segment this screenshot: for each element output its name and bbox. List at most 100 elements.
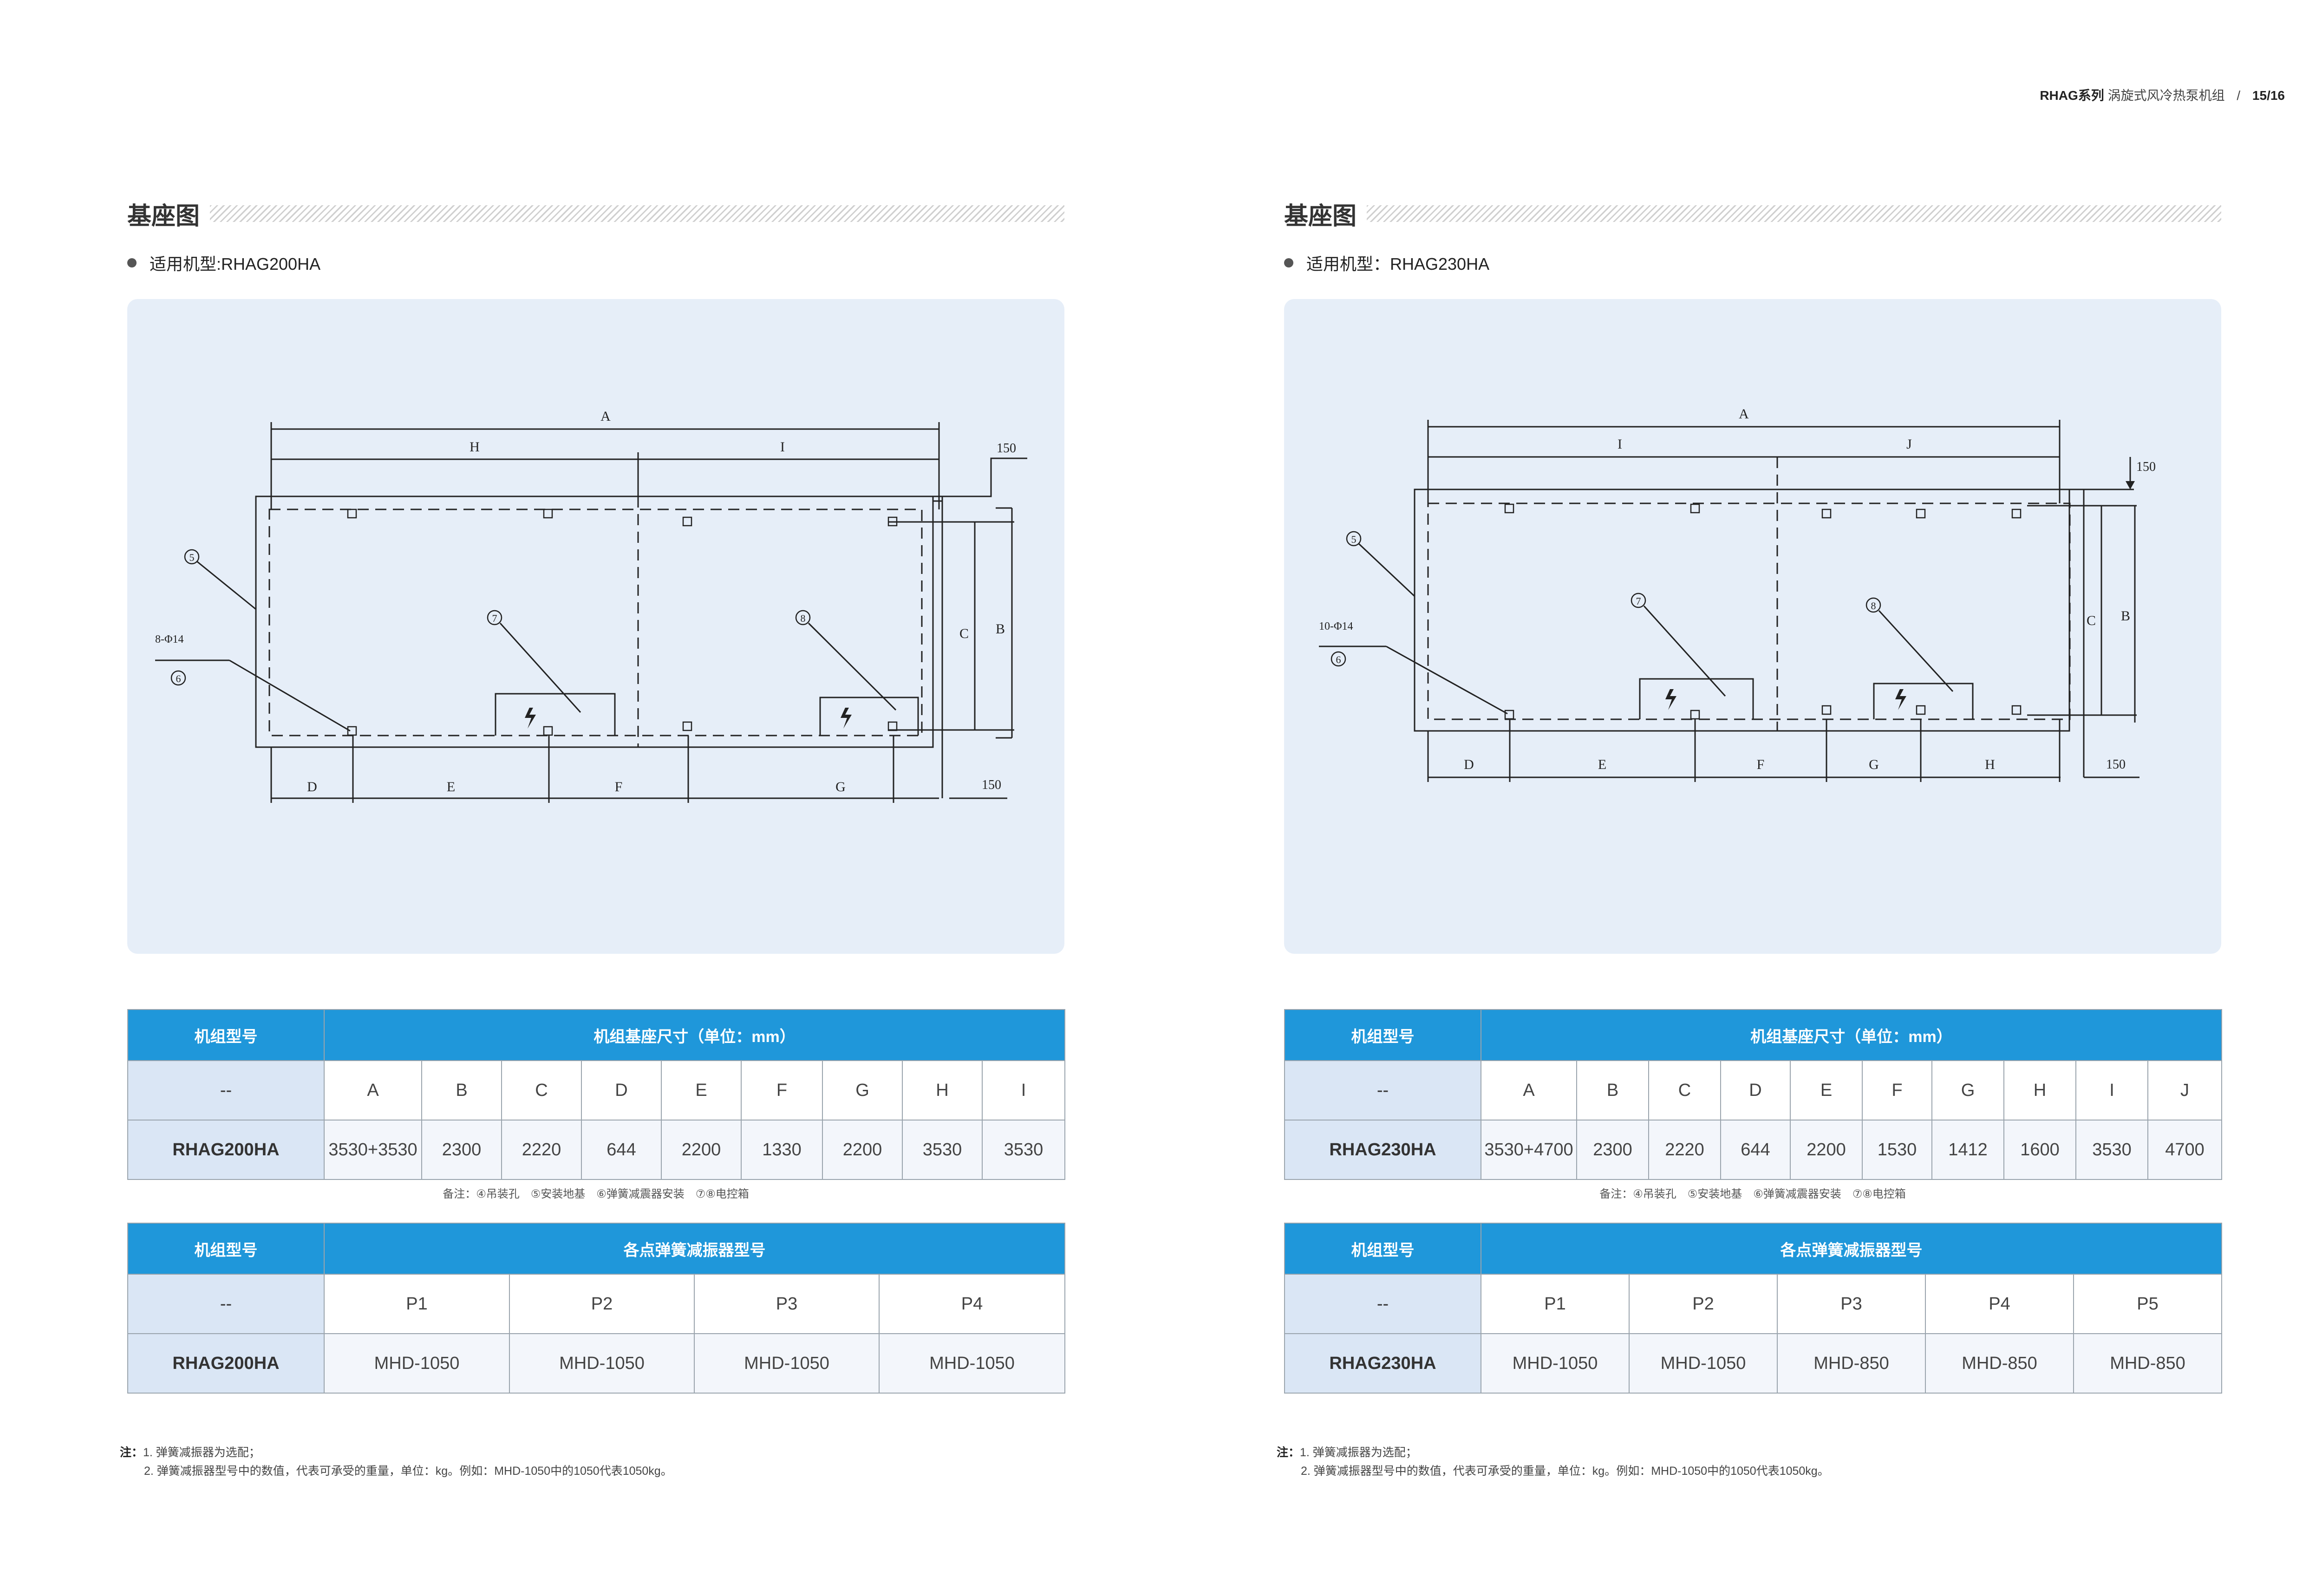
leader-line: [499, 622, 581, 713]
mounting-hole-icon: [682, 516, 692, 527]
offset-bottom-label: 150: [982, 778, 1001, 792]
drawing-remark: 备注：④吊装孔 ⑤安装地基 ⑥弹簧减震器安装 ⑦⑧电控箱: [443, 1188, 749, 1200]
table-row: -- P1 P2 P3 P4 P5: [1284, 1274, 2223, 1334]
lightning-icon: [1895, 689, 1906, 710]
header-dimensions: 机组基座尺寸（单位：mm）: [323, 1009, 1066, 1061]
dim-label-a: A: [1739, 406, 1749, 422]
dim-label-j: J: [1906, 436, 1912, 452]
header-separator: /: [2237, 88, 2241, 103]
table-cell: 3530: [2075, 1120, 2148, 1180]
notes: 注：1. 弹簧减振器为选配； 2. 弹簧减振器型号中的数值，代表可承受的重量，单…: [120, 1443, 672, 1480]
mounting-hole-icon: [887, 516, 898, 527]
dim-label-f: F: [615, 779, 623, 795]
table-row: RHAG200HA 3530+3530 2300 2220 644 2200 1…: [127, 1120, 1066, 1180]
table-cell: 2220: [1648, 1120, 1721, 1180]
table-cell: 3530: [981, 1120, 1066, 1180]
spring-isolator-table: 机组型号 各点弹簧减振器型号 -- P1 P2 P3 P4 RHAG200HA …: [127, 1223, 1065, 1394]
table-cell: 1530: [1862, 1120, 1932, 1180]
table-cell: 2220: [501, 1120, 582, 1180]
mounting-hole-icon: [1916, 508, 1926, 519]
callout-circle: [795, 610, 811, 625]
table-cell: 3530: [902, 1120, 983, 1180]
table-cell: C: [1648, 1060, 1721, 1120]
bullet-icon: [1284, 258, 1293, 267]
callout-6: 6: [1336, 654, 1341, 665]
table-row: -- A B C D E F G H I: [127, 1060, 1066, 1120]
dim-label-c: C: [959, 626, 969, 641]
offset-leader-top: [889, 457, 1027, 497]
header-subtitle: 涡旋式风冷热泵机组: [2107, 88, 2225, 103]
table-row: RHAG200HA MHD-1050 MHD-1050 MHD-1050 MHD…: [127, 1333, 1065, 1394]
dim-label-i: I: [1618, 436, 1622, 452]
notes-label: 注：: [120, 1446, 143, 1459]
lightning-icon: [525, 708, 536, 729]
table-cell: C: [501, 1060, 582, 1120]
table-cell: 2200: [661, 1120, 742, 1180]
table-cell: 1330: [741, 1120, 823, 1180]
foundation-outline: [255, 495, 934, 748]
base-drawing-panel: A H I 150 C B D E F G: [127, 299, 1064, 1200]
leader-line: [1878, 610, 1954, 692]
mounting-hole-icon: [543, 508, 553, 519]
table-cell: MHD-850: [1925, 1333, 2074, 1394]
notes-label: 注：: [1277, 1446, 1300, 1459]
arrow-down-icon: [2126, 481, 2135, 489]
table-cell: MHD-1050: [694, 1333, 880, 1394]
spring-isolator-table: 机组型号 各点弹簧减振器型号 -- P1 P2 P3 P4 P5 RHAG230…: [1284, 1223, 2223, 1394]
mounting-hole-icon: [2011, 705, 2022, 715]
table-cell: --: [127, 1274, 325, 1334]
callout-5: 5: [189, 552, 195, 563]
mounting-hole-icon: [347, 726, 357, 736]
leader-line: [1358, 543, 1415, 597]
mounting-hole-icon: [1821, 508, 1832, 519]
table-cell: P1: [1481, 1274, 1630, 1334]
table-cell: --: [127, 1060, 325, 1120]
offset-top-label: 150: [997, 441, 1016, 456]
mounting-hole-icon: [1916, 705, 1926, 715]
hole-spec-label: 10-Φ14: [1319, 620, 1353, 632]
table-cell: H: [902, 1060, 983, 1120]
section-title: 基座图: [127, 202, 200, 230]
callout-circle: [170, 670, 186, 686]
table-cell: 2300: [421, 1120, 502, 1180]
table-cell: P2: [1629, 1274, 1778, 1334]
callout-8: 8: [801, 612, 806, 624]
table-row: RHAG230HA 3530+4700 2300 2220 644 2200 1…: [1284, 1120, 2223, 1180]
table-cell: 2200: [822, 1120, 903, 1180]
table-cell: J: [2147, 1060, 2223, 1120]
table-cell: P3: [1777, 1274, 1926, 1334]
brand-series: RHAG系列: [2040, 88, 2104, 103]
title-hatch-divider: [1367, 205, 2221, 222]
header-model: 机组型号: [1284, 1223, 1481, 1275]
table-cell: G: [822, 1060, 903, 1120]
table-cell: P3: [694, 1274, 880, 1334]
table-cell: P4: [879, 1274, 1065, 1334]
leader-line: [1386, 645, 1508, 715]
table-cell: H: [2003, 1060, 2076, 1120]
table-cell: 1600: [2003, 1120, 2076, 1180]
table-cell: MHD-1050: [324, 1333, 510, 1394]
table-cell: MHD-1050: [879, 1333, 1065, 1394]
leader-line: [808, 622, 897, 711]
table-cell: RHAG200HA: [127, 1120, 325, 1180]
hole-spec-label: 8-Φ14: [155, 633, 184, 645]
table-cell: G: [1931, 1060, 2004, 1120]
table-cell: E: [1790, 1060, 1863, 1120]
table-cell: F: [741, 1060, 823, 1120]
table-cell: 1412: [1931, 1120, 2004, 1180]
table-row: RHAG230HA MHD-1050 MHD-1050 MHD-850 MHD-…: [1284, 1333, 2223, 1394]
table-cell: I: [981, 1060, 1066, 1120]
table-cell: F: [1862, 1060, 1932, 1120]
unit-frame: [268, 508, 923, 736]
table-cell: 4700: [2147, 1120, 2223, 1180]
table-cell: A: [324, 1060, 422, 1120]
table-cell: 2300: [1576, 1120, 1649, 1180]
table-header-row: 机组型号 机组基座尺寸（单位：mm）: [127, 1009, 1066, 1061]
dim-label-d: D: [1464, 757, 1474, 772]
note-2: 2. 弹簧减振器型号中的数值，代表可承受的重量，单位：kg。例如：MHD-105…: [1301, 1465, 1829, 1478]
mounting-hole-icon: [2011, 508, 2022, 519]
drawing-remark: 备注：④吊装孔 ⑤安装地基 ⑥弹簧减震器安装 ⑦⑧电控箱: [1599, 1188, 1906, 1200]
mounting-hole-icon: [1690, 710, 1700, 720]
note-1: 1. 弹簧减振器为选配；: [143, 1446, 261, 1459]
foundation-outline: [1414, 489, 2070, 732]
